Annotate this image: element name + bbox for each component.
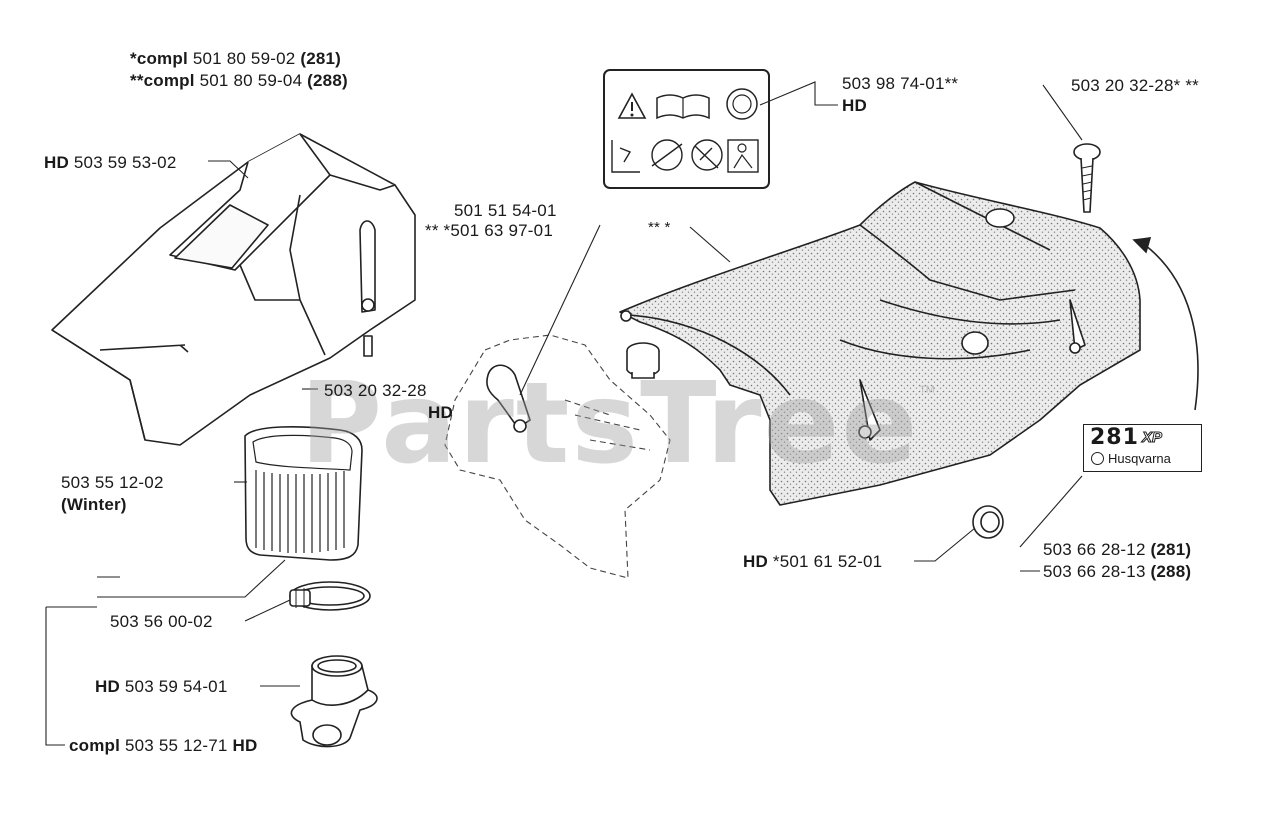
decal-brand: Husqvarna bbox=[1108, 451, 1171, 466]
round-plug-part bbox=[972, 505, 1004, 539]
air-filter-part bbox=[244, 426, 363, 561]
label-screw-left: 503 20 32-28 bbox=[324, 381, 427, 400]
screw-right-part bbox=[1073, 143, 1101, 213]
label-air-filter-note: (Winter) bbox=[61, 495, 127, 514]
label-compl-281: *compl 501 80 59-02 (281) bbox=[130, 49, 342, 68]
cap-part bbox=[626, 342, 660, 379]
label-upper-cover: HD 503 59 53-02 bbox=[44, 153, 177, 172]
label-decal-288: 503 66 28-13 (288) bbox=[1043, 562, 1192, 581]
model-decal: 281 XP Husqvarna bbox=[1083, 424, 1202, 472]
label-round-plug: HD *501 61 52-01 bbox=[743, 552, 883, 571]
label-complete-kit: compl 503 55 12-71 HD bbox=[69, 736, 258, 755]
label-knob-1: 501 51 54-01 bbox=[454, 201, 557, 220]
label-clamp: 503 56 00-02 bbox=[110, 612, 213, 631]
label-knob-2: ** *501 63 97-01 bbox=[425, 221, 553, 240]
label-sticker-hd: HD bbox=[842, 96, 867, 115]
label-sticker: 503 98 74-01** bbox=[842, 74, 959, 93]
label-compl-288: **compl 501 80 59-04 (288) bbox=[130, 71, 348, 90]
label-decal-281: 503 66 28-12 (281) bbox=[1043, 540, 1192, 559]
label-screw-left-hd: HD bbox=[428, 403, 453, 422]
upper-cover-part bbox=[51, 133, 416, 446]
label-adapter: HD 503 59 54-01 bbox=[95, 677, 228, 696]
adapter-part bbox=[290, 655, 378, 748]
decal-suffix: XP bbox=[1141, 429, 1163, 447]
watermark-trademark: ™ bbox=[918, 382, 936, 402]
label-air-filter: 503 55 12-02 bbox=[61, 473, 164, 492]
watermark-text: PartsTree bbox=[300, 359, 920, 489]
engine-outline bbox=[444, 334, 671, 579]
knob-part bbox=[486, 364, 531, 433]
label-cover-stars: ** * bbox=[648, 219, 671, 236]
rotation-arrow bbox=[1132, 237, 1199, 411]
main-cover-part bbox=[619, 181, 1141, 506]
clamp-part bbox=[289, 581, 371, 611]
label-screw-right: 503 20 32-28* ** bbox=[1071, 76, 1199, 95]
warning-sticker-part bbox=[603, 69, 770, 189]
leader-lines bbox=[45, 81, 1083, 746]
decal-model: 281 bbox=[1090, 425, 1139, 450]
husqvarna-logo-icon bbox=[1091, 452, 1104, 465]
